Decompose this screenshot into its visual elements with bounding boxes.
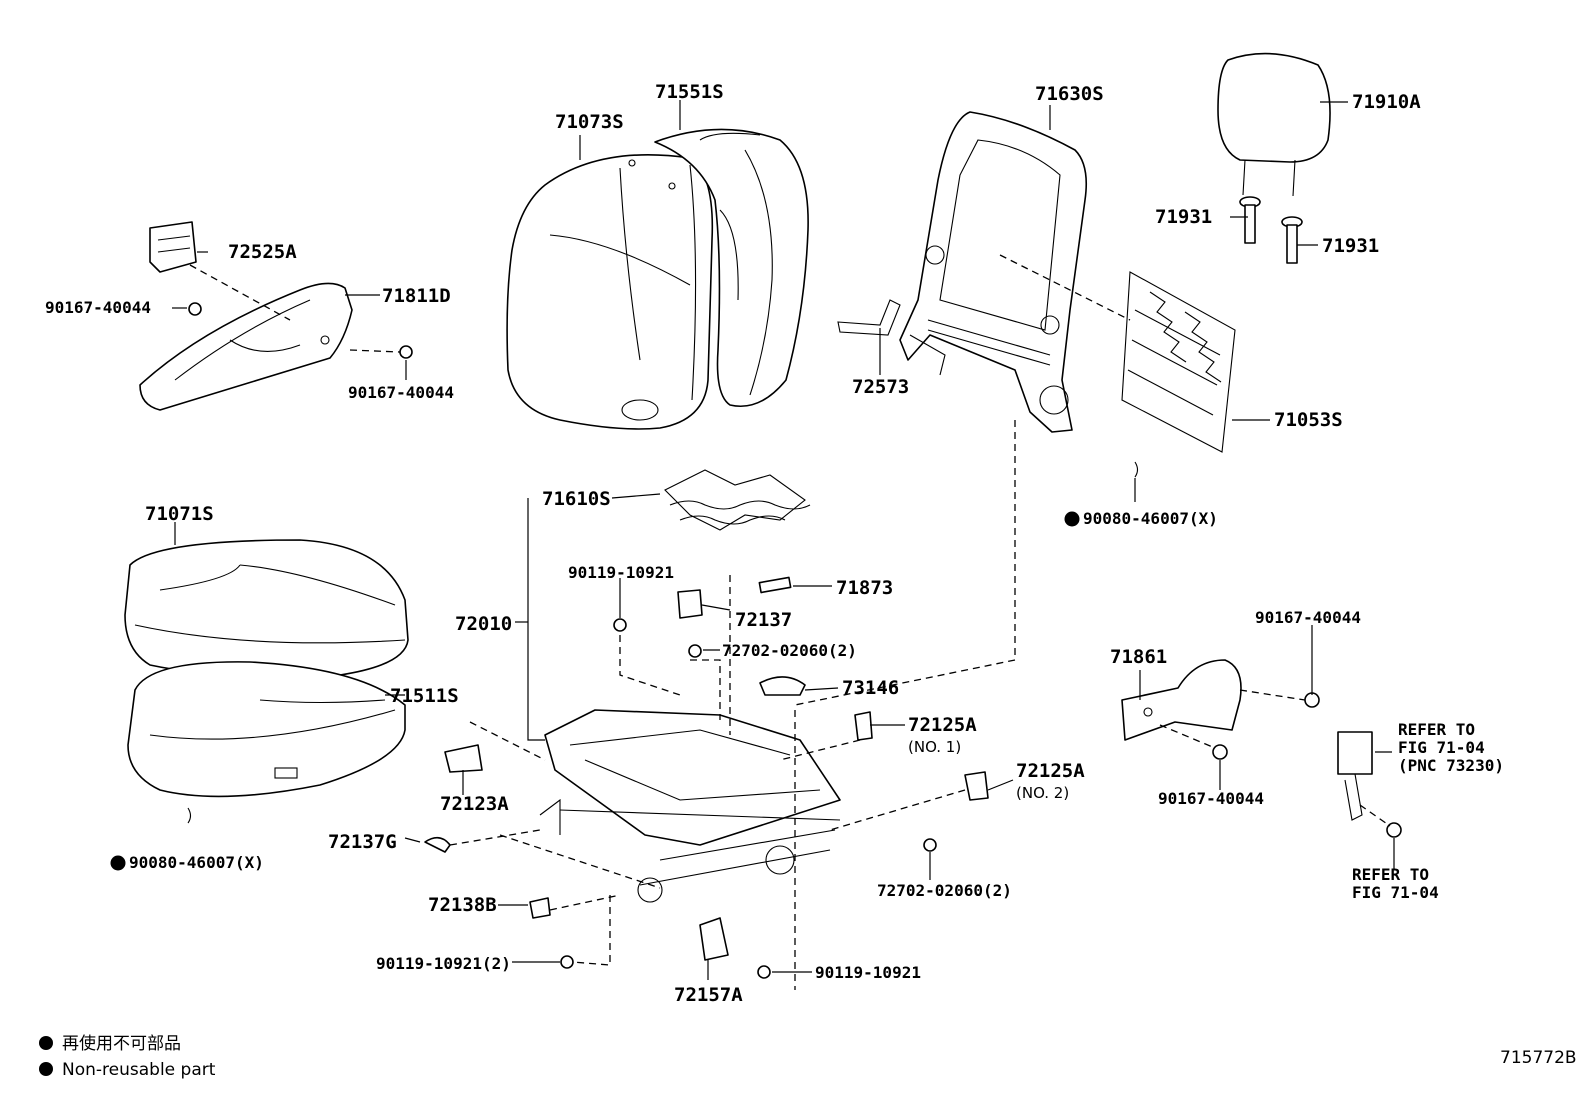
legend-dot-icon [39,1036,53,1050]
callout-71511S: 71511S [390,685,459,707]
figure-code: 715772B [1500,1048,1577,1068]
legend-dot-icon [39,1062,53,1076]
callout-72125A-no1: 72125A [908,714,977,736]
callout-71910A: 71910A [1352,91,1421,113]
callout-90167-40044-d: 90167-40044 [1158,789,1264,808]
callout-73146: 73146 [842,677,899,699]
callout-72125A-no2-note: (NO. 2) [1016,784,1069,802]
seat-adjuster-drawing [539,709,841,903]
spring-mat-drawing [1121,271,1236,453]
callout-71931-a: 71931 [1155,206,1212,228]
callout-72573: 72573 [852,376,909,398]
callout-72702-02060-a: 72702-02060(2) [722,641,857,660]
callout-71630S: 71630S [1035,83,1104,105]
cushion-pad-drawing [127,661,406,798]
callout-72702-02060-b: 72702-02060(2) [877,881,1012,900]
callout-90080-46007-b: 90080-46007(X) [129,853,264,872]
refer-note-1-line2: FIG 71-04 [1398,738,1485,757]
callout-labels: 72525A 90167-40044 71811D 90167-40044 71… [45,81,1504,1006]
refer-note-2-line2: FIG 71-04 [1352,883,1439,902]
leader-lines [172,100,1395,990]
refer-note-2-line1: REFER TO [1352,865,1429,884]
callout-72123A: 72123A [440,793,509,815]
callout-72125A-no2: 72125A [1016,760,1085,782]
cushion-springs-drawing [664,469,811,531]
seatback-pad-drawing [654,128,809,407]
legend-japanese-text: 再使用不可部品 [62,1033,181,1054]
outer-shield-drawing [1121,659,1320,760]
callout-72137G: 72137G [328,831,397,853]
seatback-cover-drawing [506,154,714,430]
small-parts-drawing [187,299,1139,979]
callout-72525A: 72525A [228,241,297,263]
callout-72010: 72010 [455,613,512,635]
refer-note-1-line3: (PNC 73230) [1398,756,1504,775]
callout-71931-b: 71931 [1322,235,1379,257]
seat-belt-buckle-drawing [1337,731,1402,838]
legend: 再使用不可部品 Non-reusable part [39,1033,216,1080]
callout-71610S: 71610S [542,488,611,510]
callout-71073S: 71073S [555,111,624,133]
callout-90167-40044-c: 90167-40044 [1255,608,1361,627]
callout-72138B: 72138B [428,894,497,916]
callout-71861: 71861 [1110,646,1167,668]
non-reusable-dot [110,855,126,871]
callout-71811D: 71811D [382,285,451,307]
cushion-cover-drawing [124,539,409,678]
callout-90119-10921-a: 90119-10921 [568,563,674,582]
non-reusable-dot [1064,511,1080,527]
seatback-frame-drawing [899,111,1088,433]
callout-71873: 71873 [836,577,893,599]
callout-90167-40044-b: 90167-40044 [348,383,454,402]
callout-90080-46007-a: 90080-46007(X) [1083,509,1218,528]
headrest-drawing [1217,52,1331,197]
side-shield-drawing [139,221,353,411]
callout-71053S: 71053S [1274,409,1343,431]
callout-71071S: 71071S [145,503,214,525]
headrest-guides-drawing [1239,196,1303,264]
callout-72137: 72137 [735,609,792,631]
callout-71551S: 71551S [655,81,724,103]
callout-72125A-no1-note: (NO. 1) [908,738,961,756]
callout-90119-10921-b: 90119-10921(2) [376,954,511,973]
callout-90119-10921-c: 90119-10921 [815,963,921,982]
legend-english-text: Non-reusable part [62,1060,216,1080]
callout-72157A: 72157A [674,984,743,1006]
callout-90167-40044-a: 90167-40044 [45,298,151,317]
refer-note-1-line1: REFER TO [1398,720,1475,739]
